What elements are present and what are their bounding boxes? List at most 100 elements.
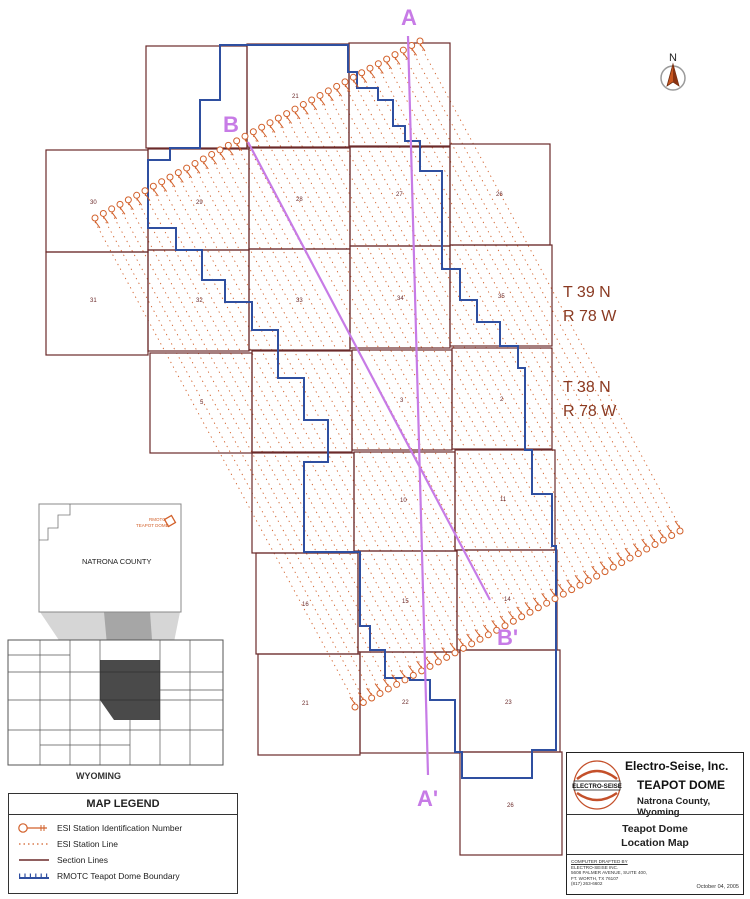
section-cell: [451, 347, 553, 450]
esi-station-line: [177, 176, 439, 659]
station-marker-icon: [208, 150, 218, 165]
divider: [567, 854, 743, 855]
company-logo-icon: ELECTRO-SEISE: [572, 760, 622, 810]
title-block: ELECTRO-SEISE Electro-Seise, Inc. TEAPOT…: [566, 752, 744, 895]
station-marker-icon: [674, 520, 684, 535]
map-legend: MAP LEGEND ESI Station Identification Nu…: [8, 793, 238, 894]
esi-station-line: [261, 131, 523, 613]
station-marker-icon: [274, 114, 284, 129]
station-marker-icon: [316, 91, 326, 106]
credits-line: 5608 PALMER AVENUE, SUITE 400,: [571, 870, 647, 876]
esi-station-line: [336, 90, 598, 573]
section-number: 30: [90, 200, 97, 206]
inset-locator-map: NATRONA COUNTY RMOTC TEAPOT DOME WYOMING: [7, 503, 224, 781]
station-marker-icon: [258, 123, 268, 138]
credits-line: (817) 263-6602: [571, 881, 603, 887]
dotted-line-icon: [19, 843, 49, 845]
esi-station-line: [311, 103, 573, 586]
station-marker-icon: [408, 42, 418, 56]
station-marker-icon: [266, 119, 276, 133]
section-number: 10: [400, 498, 407, 504]
rmotc-boundary: [147, 44, 557, 779]
esi-station-line: [344, 85, 606, 568]
credits: COMPUTER DRAFTED BY ELECTRO-SEISE INC. 5…: [571, 859, 647, 887]
section-cell: [459, 751, 563, 856]
section-number: 29: [196, 200, 203, 206]
station-marker-icon: [141, 187, 151, 201]
station-marker-icon: [324, 87, 334, 102]
section-cell: [45, 149, 149, 253]
north-label: N: [669, 52, 677, 64]
north-arrow-icon: N: [660, 52, 686, 91]
station-marker-icon: [641, 538, 651, 553]
station-marker-icon: [457, 638, 467, 652]
station-marker-icon: [416, 37, 426, 52]
station-marker-icon: [366, 64, 376, 79]
section-number: 21: [292, 94, 299, 100]
esi-station-line: [361, 76, 623, 559]
station-marker-icon: [158, 178, 168, 192]
station-marker-icon: [357, 692, 367, 706]
esi-station-line: [202, 162, 464, 645]
natrona-county-highlight: [100, 660, 160, 720]
station-marker-icon: [524, 602, 534, 616]
esi-station-line: [369, 72, 631, 555]
map-title-line-2: Location Map: [621, 837, 689, 849]
legend-item-label: ESI Station Identification Number: [57, 823, 183, 833]
esi-station-line: [402, 53, 664, 537]
station-marker-icon: [516, 606, 526, 621]
station-marker-icon: [582, 570, 592, 585]
profile-label-a-prime: A': [417, 786, 438, 811]
esi-station-line: [219, 153, 481, 636]
section-number: 14: [504, 597, 511, 603]
station-marker-icon: [399, 46, 409, 61]
profile-label-b: B: [223, 112, 239, 137]
esi-station-line: [411, 49, 673, 532]
esi-station-line: [136, 199, 398, 681]
station-marker-icon: [166, 173, 176, 188]
section-number: 27: [396, 192, 403, 198]
esi-station-line: [286, 117, 548, 600]
inset-teapot-label: TEAPOT DOME: [136, 523, 169, 528]
station-marker-icon: [216, 146, 226, 161]
rmotc-inset-marker-icon: [163, 514, 177, 528]
station-marker-icon: [299, 101, 309, 115]
station-marker-icon: [99, 209, 109, 224]
range-label-lower: R 78 W: [563, 403, 617, 420]
esi-station-line: [327, 94, 589, 577]
station-marker-icon: [566, 579, 576, 594]
esi-station-line: [252, 135, 514, 618]
esi-station-line: [277, 121, 539, 604]
esi-station-line: [119, 208, 381, 690]
legend-item-label: Section Lines: [57, 855, 109, 865]
station-marker-icon: [482, 624, 492, 639]
station-marker-icon: [374, 60, 384, 74]
station-marker-icon: [449, 642, 459, 657]
section-number: 16: [302, 602, 309, 608]
esi-station-line: [186, 171, 448, 654]
esi-station-line: [194, 167, 456, 650]
station-marker-icon: [349, 696, 359, 711]
station-marker-icon: [632, 543, 642, 558]
range-label-upper: R 78 W: [563, 308, 617, 325]
section-number: 3: [400, 398, 404, 404]
profile-line-b: [247, 141, 491, 601]
esi-station-line: [152, 190, 414, 672]
divider: [567, 814, 743, 815]
station-marker-icon: [666, 525, 676, 540]
station-marker-icon: [91, 214, 101, 229]
esi-station-line: [144, 194, 406, 677]
station-marker-icon: [499, 615, 509, 630]
station-marker-icon: [624, 547, 634, 562]
station-marker-icon: [108, 205, 118, 220]
project-county: Natrona County, Wyoming: [637, 796, 711, 818]
section-number: 23: [505, 700, 512, 706]
inset-state-label: WYOMING: [76, 771, 121, 781]
station-marker-icon: [349, 73, 359, 88]
esi-station-line: [352, 81, 614, 564]
station-marker-icon: [224, 141, 234, 156]
station-marker-icon: [507, 611, 517, 625]
inset-county-title: NATRONA COUNTY: [82, 557, 151, 566]
station-marker-icon: [191, 160, 201, 174]
